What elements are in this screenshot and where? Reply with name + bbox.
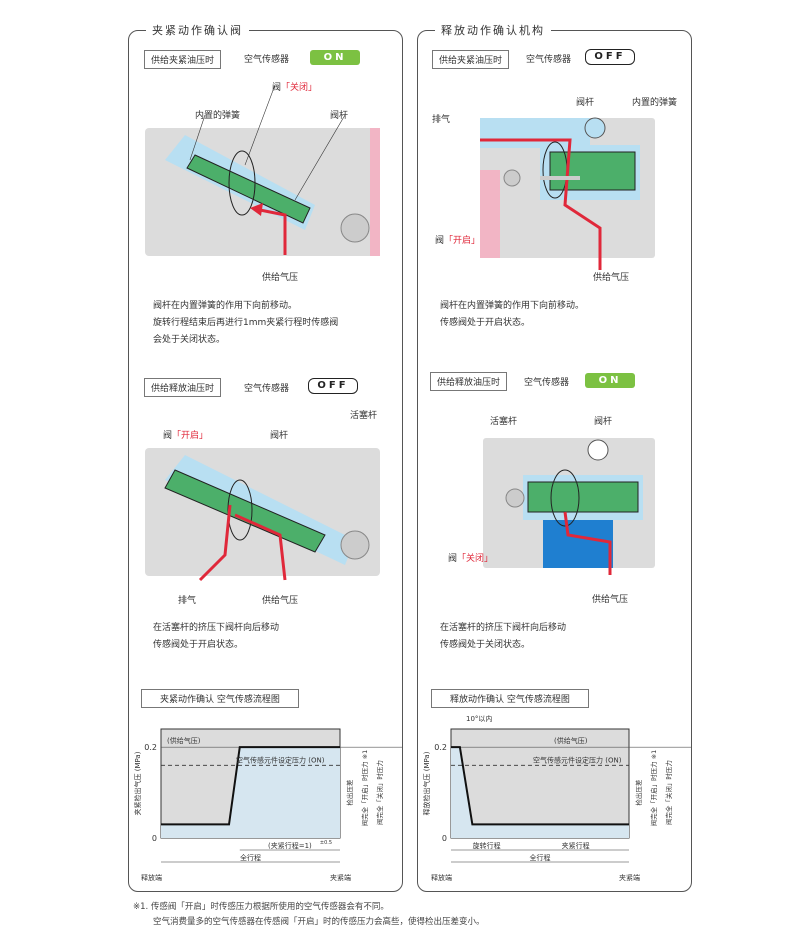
- release-panel-title: 释放动作确认机构: [435, 22, 551, 38]
- description: 阀杆在内置弹簧的作用下向前移动。传感阀处于开启状态。: [440, 301, 585, 328]
- description: 在活塞杆的挤压下阀杆向后移动传感阀处于开启状态。: [153, 623, 280, 650]
- condition-label: 供给释放油压时: [430, 372, 508, 391]
- description: 阀杆在内置弹簧的作用下向前移动。旋转行程结束后再进行1mm夹紧行程时传感阀会处于…: [153, 301, 339, 345]
- piston-label: 活塞杆: [490, 417, 518, 427]
- diff-annotation: 检出压差: [345, 779, 354, 806]
- sensor-state-on: ON: [585, 373, 635, 388]
- close-pressure-annotation: 阀完全「关闭」时压力: [664, 760, 673, 825]
- spring-label: 内置的弹簧: [632, 98, 678, 108]
- sensor-label: 空气传感器: [526, 55, 572, 65]
- valve-label: 阀「关闭」: [448, 554, 494, 564]
- chart-title: 释放动作确认 空气传感流程图: [431, 689, 589, 708]
- sensor-label: 空气传感器: [244, 384, 290, 394]
- footnote: ※1. 传感阀「开启」时传感压力根据所使用的空气传感器会有不同。空气消费量多的空…: [133, 902, 485, 927]
- y-tick-label: 0.2: [434, 743, 447, 752]
- below-curve-area: [161, 747, 340, 838]
- setpoint-annotation: 空气传感元件设定压力 (ON): [533, 755, 622, 764]
- supply-label: 供给气压: [262, 273, 299, 283]
- clamp-valve-closed-diagram: [145, 84, 380, 256]
- sensor-state-on: ON: [310, 50, 360, 65]
- condition-label: 供给释放油压时: [144, 378, 222, 397]
- clamp-end-label: 夹紧端: [330, 873, 351, 882]
- valve-label: 阀「开启」: [163, 431, 209, 441]
- valve-label: 阀「关闭」: [272, 83, 318, 93]
- exhaust-label: 排气: [432, 115, 451, 125]
- stem-label: 阀杆: [270, 431, 289, 441]
- clamp-valve-open-diagram: [145, 448, 380, 582]
- y-axis-label: 夹紧检出气压 (MPa): [133, 751, 142, 815]
- supply-label: 供给气压: [262, 596, 299, 606]
- spring-label: 内置的弹簧: [195, 111, 241, 121]
- close-pressure-annotation: 阀完全「关闭」时压力: [375, 760, 384, 825]
- condition-label: 供给夹紧油压时: [432, 50, 510, 69]
- clamp-confirm-panel: [128, 30, 403, 892]
- release-end-label: 释放端: [141, 873, 162, 882]
- supply-label: 供给气压: [593, 273, 630, 283]
- chart-title: 夹紧动作确认 空气传感流程图: [141, 689, 299, 708]
- setpoint-annotation: 空气传感元件设定压力 (ON): [236, 755, 325, 764]
- release-confirm-panel: [417, 30, 692, 892]
- release-end-label: 释放端: [431, 873, 452, 882]
- condition-label: 供给夹紧油压时: [144, 50, 222, 69]
- full-stroke-label: 全行程: [240, 853, 261, 862]
- description: 在活塞杆的挤压下阀杆向后移动传感阀处于关闭状态。: [440, 623, 567, 650]
- y-tick-label: 0: [152, 834, 157, 843]
- sensor-state-off: OFF: [308, 378, 358, 394]
- clamp-end-label: 夹紧端: [619, 873, 640, 882]
- clamp-panel-title: 夹紧动作确认阀: [146, 22, 249, 38]
- sensing-curve: [451, 746, 629, 826]
- angle-label: 10°以内: [466, 714, 492, 723]
- plot-area: [450, 728, 630, 839]
- sensor-label: 空气传感器: [524, 378, 570, 388]
- y-tick-label: 0.2: [144, 743, 157, 752]
- sensing-curve: [161, 746, 340, 826]
- stem-label: 阀杆: [594, 417, 613, 427]
- tolerance-label: ±0.5: [320, 840, 332, 846]
- open-pressure-annotation: 阀完全「开启」时压力 ※1: [649, 750, 658, 827]
- y-tick-label: 0: [442, 834, 447, 843]
- y-axis-label: 释放检出气压 (MPa): [422, 751, 431, 815]
- piston-label: 活塞杆: [350, 411, 378, 421]
- stem-label: 阀杆: [576, 98, 595, 108]
- clamp-stroke-label: 夹紧行程: [562, 841, 590, 850]
- diff-annotation: 检出压差: [634, 779, 643, 806]
- valve-label: 阀「开启」: [435, 236, 481, 246]
- supply-annotation: (供给气压): [167, 736, 201, 745]
- exhaust-label: 排气: [178, 596, 197, 606]
- sensor-label: 空气传感器: [244, 55, 290, 65]
- release-valve-closed-diagram: [483, 438, 655, 575]
- rotate-stroke-label: 旋转行程: [473, 841, 501, 850]
- sensor-state-off: OFF: [585, 49, 635, 65]
- supply-annotation: (供给气压): [554, 736, 588, 745]
- stem-label: 阀杆: [330, 111, 349, 121]
- full-stroke-label: 全行程: [530, 853, 551, 862]
- release-valve-open-diagram: [480, 117, 655, 270]
- clamp-stroke-label: (夹紧行程=1): [268, 841, 312, 850]
- supply-label: 供给气压: [592, 595, 629, 605]
- open-pressure-annotation: 阀完全「开启」时压力 ※1: [360, 750, 369, 827]
- below-curve-area: [451, 747, 629, 838]
